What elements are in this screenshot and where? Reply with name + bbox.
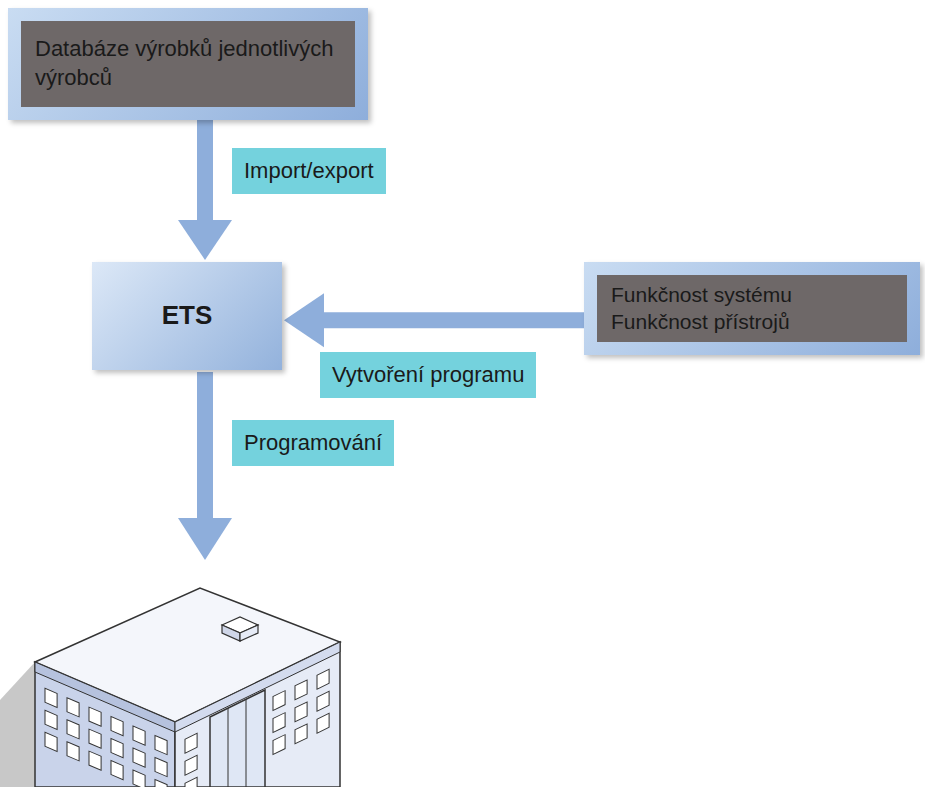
window [295, 702, 307, 722]
window [155, 757, 167, 776]
roof-edge [35, 662, 175, 732]
window [89, 729, 101, 748]
window [155, 735, 167, 754]
glass-entrance [228, 708, 229, 787]
box-text: Funkčnost přístrojů [611, 308, 893, 335]
arrow-head [284, 293, 324, 347]
window [273, 713, 285, 733]
glass-entrance [246, 699, 247, 787]
roof-vent [222, 625, 240, 641]
window [295, 724, 307, 744]
building-roof [35, 588, 340, 722]
window [111, 717, 123, 736]
window [273, 691, 285, 711]
window [155, 779, 167, 787]
window [273, 735, 285, 755]
window [133, 726, 145, 745]
window [317, 691, 329, 711]
window [185, 755, 197, 775]
software-box: ETS [92, 262, 282, 370]
windows-right [185, 669, 329, 787]
window [111, 739, 123, 758]
box-fill: Funkčnost systémuFunkčnost přístrojů [597, 275, 907, 342]
box-fill: Databáze výrobků jednotlivých výrobců [21, 21, 355, 107]
window [67, 742, 79, 761]
window [111, 761, 123, 780]
window [185, 733, 197, 753]
window [45, 688, 57, 707]
flow-arrow [284, 293, 584, 347]
window [89, 707, 101, 726]
window [89, 751, 101, 770]
window [45, 710, 57, 729]
window [185, 777, 197, 787]
arrow-shaft [197, 120, 213, 222]
info-box: Databáze výrobků jednotlivých výrobců [8, 8, 368, 120]
window [295, 680, 307, 700]
windows-left [45, 688, 167, 787]
window [45, 732, 57, 751]
window [317, 669, 329, 689]
arrow-shaft [322, 312, 584, 328]
programming-arrow-head [178, 518, 232, 560]
box-text: Funkčnost systému [611, 281, 893, 308]
window [133, 748, 145, 767]
window [317, 713, 329, 733]
edge-label: Import/export [232, 148, 386, 194]
box-text: ETS [162, 299, 213, 333]
roof-vent [240, 625, 258, 641]
arrow-head [178, 220, 232, 260]
info-box: Funkčnost systémuFunkčnost přístrojů [584, 262, 920, 355]
box-text: Databáze výrobků jednotlivých výrobců [35, 35, 341, 92]
window [67, 698, 79, 717]
window [133, 770, 145, 787]
edge-label: Vytvoření programu [320, 352, 536, 398]
glass-entrance [210, 690, 265, 787]
window [67, 720, 79, 739]
arrow-label: Programování [232, 420, 394, 466]
flow-arrow [178, 120, 232, 260]
programming-arrow-shaft [197, 372, 213, 520]
